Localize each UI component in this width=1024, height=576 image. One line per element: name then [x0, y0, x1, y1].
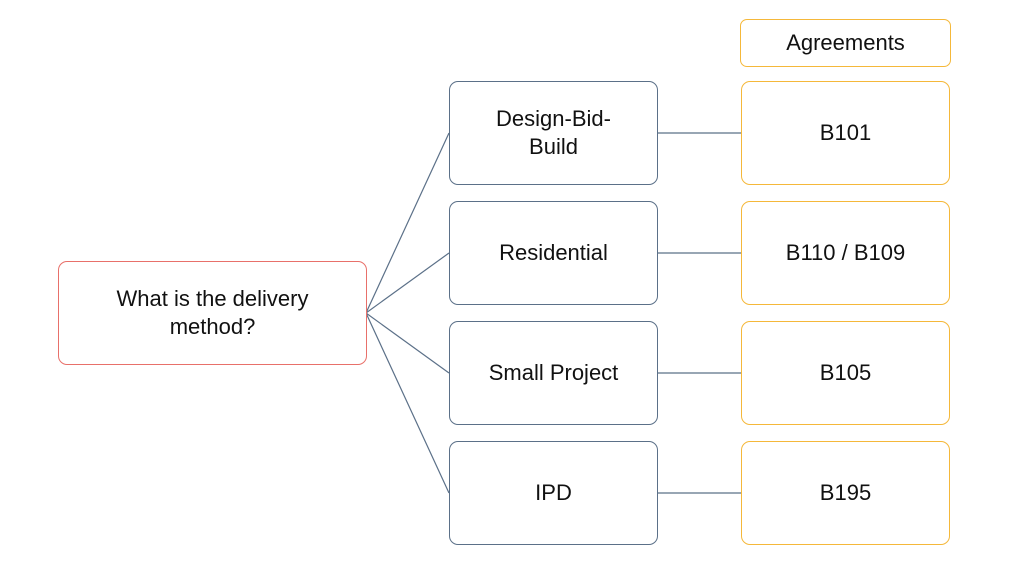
question-node: What is the delivery method? [58, 261, 367, 365]
method-label: Residential [499, 240, 608, 265]
agreements-header: Agreements [740, 19, 951, 67]
connector-root-to-ipd [365, 312, 450, 494]
connector-root-to-design-bid-build [365, 132, 450, 314]
method-label: Design-Bid-Build [496, 106, 611, 159]
question-text: What is the delivery method? [116, 286, 309, 339]
agreements-header-label: Agreements [786, 30, 905, 55]
agreement-node-b105: B105 [741, 321, 950, 425]
agreement-node-b110-b109: B110 / B109 [741, 201, 950, 305]
method-node-residential: Residential [449, 201, 658, 305]
connector-root-to-residential [365, 252, 450, 314]
method-label: IPD [535, 480, 572, 505]
method-node-design-bid-build: Design-Bid-Build [449, 81, 658, 185]
agreement-label: B110 / B109 [785, 240, 906, 265]
method-node-small-project: Small Project [449, 321, 658, 425]
method-label: Small Project [488, 360, 619, 385]
agreement-label: B105 [819, 360, 872, 385]
agreement-label: B101 [819, 120, 872, 145]
agreement-node-b195: B195 [741, 441, 950, 545]
method-node-ipd: IPD [449, 441, 658, 545]
agreement-label: B195 [819, 480, 872, 505]
connector-root-to-small-project [365, 312, 450, 374]
agreement-node-b101: B101 [741, 81, 950, 185]
